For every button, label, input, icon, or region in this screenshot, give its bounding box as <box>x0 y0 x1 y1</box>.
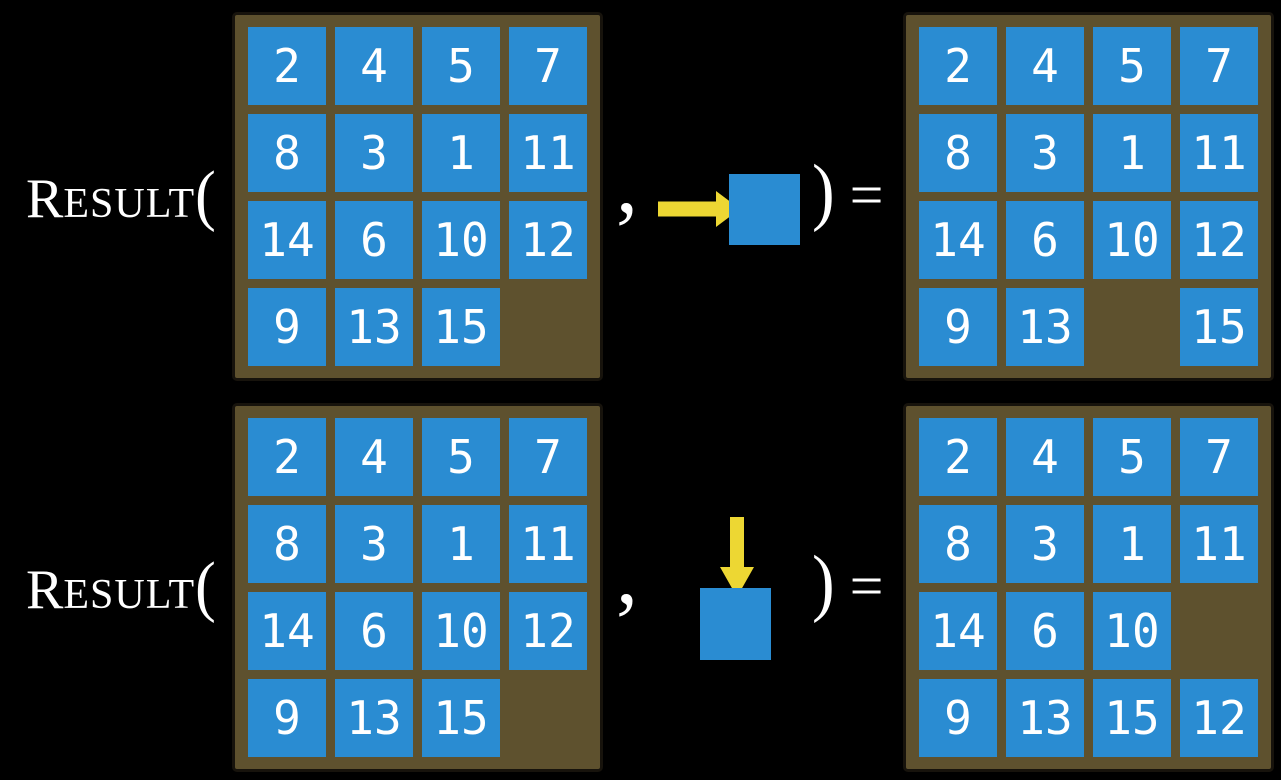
puzzle-tile: 4 <box>1006 418 1084 496</box>
puzzle-tile: 12 <box>509 592 587 670</box>
equals-sign: = <box>849 162 884 228</box>
puzzle-tile: 9 <box>919 288 997 366</box>
puzzle-tile: 1 <box>422 114 500 192</box>
puzzle-tile: 1 <box>1093 114 1171 192</box>
puzzle-tile: 15 <box>1180 288 1258 366</box>
puzzle-tile: 7 <box>509 27 587 105</box>
puzzle-tile: 10 <box>422 201 500 279</box>
close-paren: ) <box>812 148 835 233</box>
puzzle-tile: 14 <box>919 201 997 279</box>
puzzle-tile: 7 <box>509 418 587 496</box>
puzzle-tile: 7 <box>1180 418 1258 496</box>
puzzle-tile: 6 <box>335 592 413 670</box>
puzzle-tile: 10 <box>1093 201 1171 279</box>
puzzle-tile: 2 <box>919 418 997 496</box>
empty-cell <box>509 288 587 366</box>
function-name-rest: ESULT <box>63 572 196 618</box>
open-paren: ( <box>195 158 216 234</box>
puzzle-tile: 14 <box>248 592 326 670</box>
puzzle-tile: 7 <box>1180 27 1258 105</box>
result-function-label: R ESULT ( <box>26 162 216 230</box>
puzzle-tile: 2 <box>248 418 326 496</box>
puzzle-tile: 1 <box>1093 505 1171 583</box>
action-tile <box>700 588 771 660</box>
puzzle-tile: 11 <box>509 114 587 192</box>
puzzle-tile: 4 <box>335 418 413 496</box>
puzzle-tile: 3 <box>1006 505 1084 583</box>
puzzle-tile: 3 <box>335 505 413 583</box>
puzzle-tile: 12 <box>1180 679 1258 757</box>
puzzle-tile: 1 <box>422 505 500 583</box>
puzzle-tile: 15 <box>422 679 500 757</box>
puzzle-tile: 6 <box>1006 201 1084 279</box>
puzzle-tile: 8 <box>248 114 326 192</box>
puzzle-tile: 6 <box>335 201 413 279</box>
puzzle-tile: 4 <box>335 27 413 105</box>
empty-cell <box>1093 288 1171 366</box>
puzzle-tile: 13 <box>335 679 413 757</box>
puzzle-tile: 5 <box>1093 27 1171 105</box>
action-tile <box>729 174 800 245</box>
open-paren: ( <box>195 549 216 625</box>
puzzle-tile: 9 <box>248 679 326 757</box>
puzzle-tile: 14 <box>919 592 997 670</box>
puzzle-tile: 11 <box>1180 505 1258 583</box>
function-name-initial: R <box>26 168 64 230</box>
puzzle-tile: 2 <box>248 27 326 105</box>
move-down-action <box>699 517 772 660</box>
puzzle-tile: 12 <box>509 201 587 279</box>
puzzle-tile: 8 <box>919 114 997 192</box>
puzzle-tile: 12 <box>1180 201 1258 279</box>
puzzle-tile: 5 <box>422 418 500 496</box>
puzzle-tile: 9 <box>248 288 326 366</box>
close-paren: ) <box>812 539 835 624</box>
puzzle-tile: 15 <box>422 288 500 366</box>
result-function-label: R ESULT ( <box>26 553 216 621</box>
puzzle-tile: 9 <box>919 679 997 757</box>
puzzle-tile: 3 <box>335 114 413 192</box>
empty-cell <box>509 679 587 757</box>
puzzle-tile: 11 <box>509 505 587 583</box>
move-right-action <box>658 172 803 248</box>
puzzle-tile: 8 <box>919 505 997 583</box>
closing-equals-group: ) = <box>812 544 884 619</box>
right-arrow-icon <box>658 191 740 227</box>
puzzle-tile: 6 <box>1006 592 1084 670</box>
puzzle-tile: 13 <box>1006 288 1084 366</box>
argument-separator-comma: , <box>616 526 638 623</box>
down-arrow-icon <box>720 517 754 597</box>
puzzle-tile: 3 <box>1006 114 1084 192</box>
puzzle-tile: 5 <box>1093 418 1171 496</box>
function-name-rest: ESULT <box>63 181 196 227</box>
equals-sign: = <box>849 553 884 619</box>
function-name-initial: R <box>26 559 64 621</box>
puzzle-tile: 8 <box>248 505 326 583</box>
empty-cell <box>1180 592 1258 670</box>
puzzle-tile: 15 <box>1093 679 1171 757</box>
puzzle-tile: 5 <box>422 27 500 105</box>
puzzle-tile: 10 <box>1093 592 1171 670</box>
puzzle-tile: 11 <box>1180 114 1258 192</box>
argument-separator-comma: , <box>616 135 638 232</box>
closing-equals-group: ) = <box>812 153 884 228</box>
puzzle-tile: 10 <box>422 592 500 670</box>
puzzle-tile: 2 <box>919 27 997 105</box>
puzzle-tile: 4 <box>1006 27 1084 105</box>
puzzle-tile: 13 <box>1006 679 1084 757</box>
puzzle-tile: 13 <box>335 288 413 366</box>
puzzle-tile: 14 <box>248 201 326 279</box>
